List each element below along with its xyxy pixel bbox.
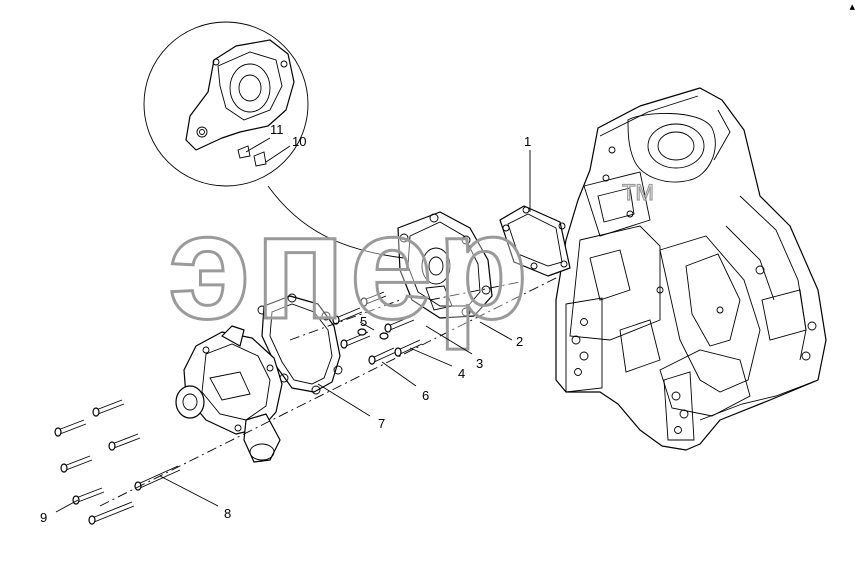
watermark: эпер TM: [167, 179, 655, 351]
corner-mark: ▴: [849, 1, 855, 13]
callout-8: 8: [224, 506, 231, 521]
callout-7: 7: [378, 416, 385, 431]
assembly-axis-lines: [99, 275, 561, 507]
bolts-left: [54, 399, 181, 525]
callout-4: 4: [458, 366, 465, 381]
watermark-tm: TM: [622, 180, 654, 205]
callout-10: 10: [292, 134, 306, 149]
engine-block: [555, 87, 827, 451]
callout-9: 9: [40, 510, 47, 525]
callout-11: 11: [270, 122, 284, 137]
callout-1: 1: [524, 134, 531, 149]
leader-lines: [55, 137, 531, 513]
water-pump: [175, 325, 283, 463]
gasket-1: [499, 205, 571, 277]
cover-plate-2: [397, 211, 493, 319]
callout-2: 2: [516, 334, 523, 349]
detail-view: [143, 21, 405, 259]
bolts-upper: [332, 291, 423, 365]
callout-3: 3: [476, 356, 483, 371]
gasket-7: [257, 293, 343, 395]
callout-5: 5: [360, 314, 367, 329]
callout-6: 6: [422, 388, 429, 403]
callouts: 1 2 3 4 5 6 7 8 9 10 11: [40, 122, 531, 525]
watermark-text: эпер: [168, 182, 533, 350]
